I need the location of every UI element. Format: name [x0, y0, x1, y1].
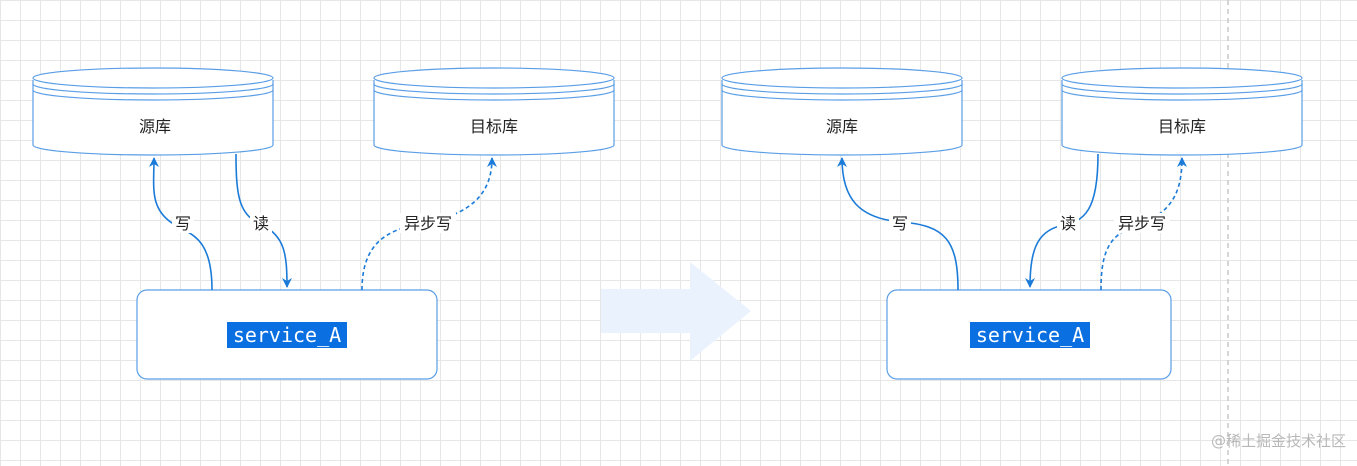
watermark: @稀土掘金技术社区 [1211, 432, 1346, 450]
before-async-write-label-bg [400, 213, 456, 233]
before-group: 源库 目标库 service_A 写 读 异步写 [32, 67, 615, 380]
after-source-db[interactable]: 源库 [721, 67, 963, 156]
before-write-edge[interactable] [148, 157, 213, 291]
after-source-db-label: 源库 [826, 117, 858, 136]
transition-arrow [601, 262, 751, 361]
after-target-db-label: 目标库 [1158, 117, 1206, 136]
before-service-highlight [227, 322, 347, 348]
before-target-db[interactable]: 目标库 [373, 67, 615, 156]
after-group: 源库 目标库 service_A 写 读 异步写 [721, 67, 1303, 380]
before-read-label-bg [250, 213, 272, 233]
after-write-label: 写 [892, 214, 908, 233]
after-write-label-bg [889, 213, 911, 233]
before-write-label-bg [172, 213, 194, 233]
after-async-write-label-bg [1114, 213, 1170, 233]
after-target-db[interactable]: 目标库 [1061, 67, 1303, 156]
after-service-highlight [970, 322, 1090, 348]
after-service-label: service_A [976, 323, 1084, 347]
before-read-label: 读 [253, 214, 269, 233]
after-read-label: 读 [1060, 214, 1076, 233]
before-target-db-label: 目标库 [470, 117, 518, 136]
after-service-box[interactable]: service_A [886, 289, 1172, 380]
after-async-write-label: 异步写 [1118, 214, 1166, 233]
before-service-label: service_A [233, 323, 341, 347]
before-async-write-label: 异步写 [404, 214, 452, 233]
before-write-label: 写 [175, 214, 191, 233]
before-source-db-label: 源库 [139, 117, 171, 136]
after-read-label-bg [1057, 213, 1079, 233]
before-source-db[interactable]: 源库 [32, 67, 274, 156]
before-service-box[interactable]: service_A [136, 289, 438, 380]
